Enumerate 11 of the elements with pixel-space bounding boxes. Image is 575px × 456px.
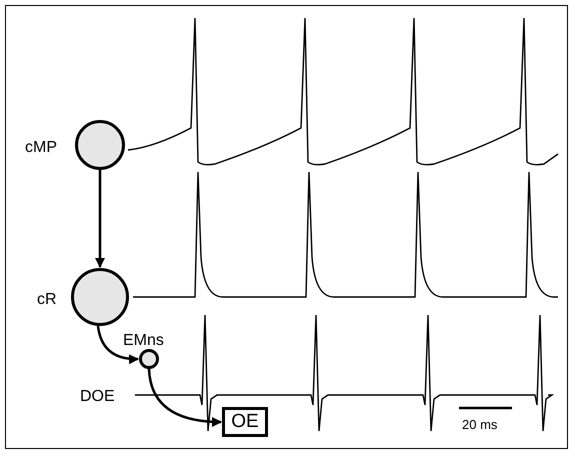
neuron-label: EMns: [123, 333, 164, 349]
arrow: [96, 326, 139, 364]
scale-bar-label: 20 ms: [462, 418, 498, 431]
neuron-label: cMP: [25, 140, 57, 156]
arrow: [95, 170, 105, 268]
output-box: OE: [222, 407, 268, 437]
trace-label: DOE: [80, 389, 115, 405]
neuron-label: cR: [37, 292, 57, 308]
neuron-circle: [75, 120, 125, 170]
neuron-circle: [139, 349, 159, 369]
arrow: [148, 368, 222, 427]
